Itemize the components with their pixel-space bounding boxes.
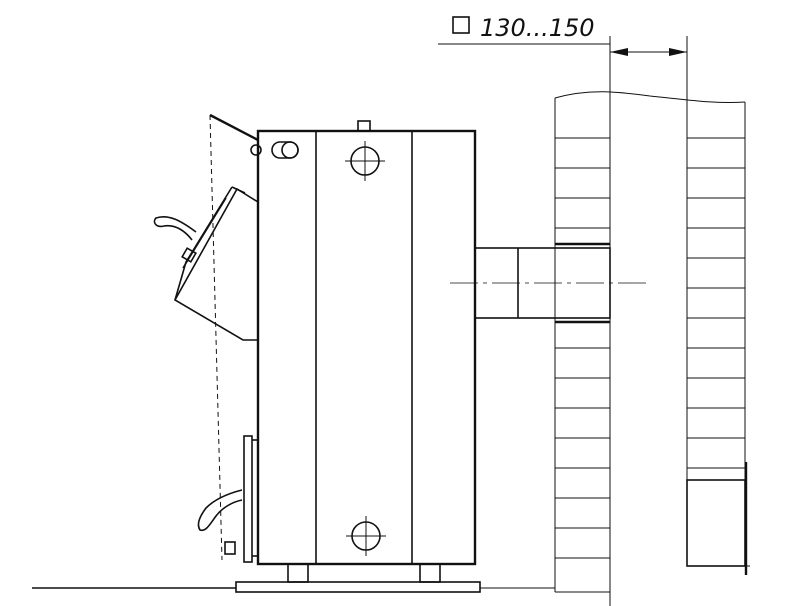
brick-chimney [554,91,750,592]
boiler [250,120,477,566]
arrow-left [610,48,628,56]
loading-door [153,113,259,561]
lid-top-open [209,113,259,142]
upper-pipe-connection [345,141,385,181]
boiler-base [32,563,610,593]
lid-hinge [250,144,262,156]
brick-courses-right [687,137,745,469]
door-handle-lower [197,489,243,532]
cleanout-box [686,479,746,567]
dimension-label: 130...150 [480,14,595,42]
boiler-casing [256,129,477,566]
top-nozzle [357,120,371,132]
loading-door-panel [173,187,259,341]
chimney-break-line [554,91,746,104]
square-symbol [452,16,470,34]
foot-right [419,563,441,583]
arrow-right [669,48,687,56]
ash-door-latch [224,541,236,555]
foot-left [287,563,309,583]
base-plate [235,581,481,593]
brick-courses-left [555,137,610,559]
lower-pipe-connection [346,516,386,556]
door-handle-upper [153,216,197,241]
ash-door-panel [243,435,253,563]
flue-pipe [450,232,650,338]
ash-door [197,435,258,563]
door-swing-path [209,114,223,561]
